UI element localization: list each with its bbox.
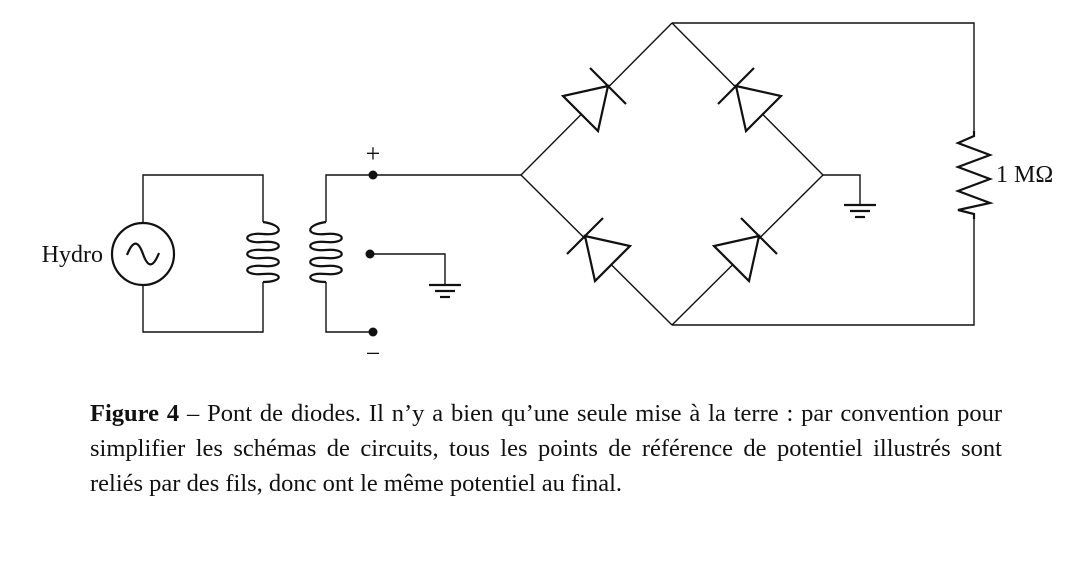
primary-wire-bottom (142, 282, 264, 333)
secondary-coil (309, 220, 343, 284)
caption-label: Figure 4 (90, 400, 180, 427)
secondary-wire-top (325, 174, 373, 222)
figure-caption: Figure 4 – Pont de diodes. Il n’y a bien… (90, 396, 1002, 501)
diode-bridge-circuit: Hydro + − (42, 22, 1053, 368)
primary-wire-top (142, 174, 264, 223)
load-wire-top (672, 22, 975, 131)
diode-upper-right (717, 67, 784, 134)
secondary-wire-bottom (325, 282, 373, 333)
ac-source (110, 221, 176, 287)
primary-coil (246, 220, 280, 284)
diode-lower-left (566, 217, 633, 284)
center-tap-wire (370, 253, 446, 285)
caption-text: – Pont de diodes. Il n’y a bien qu’une s… (90, 400, 1002, 497)
diode-upper-left (560, 67, 627, 134)
plus-label: + (366, 139, 381, 168)
resistor (954, 131, 994, 219)
minus-label: − (366, 339, 381, 368)
ground-symbol-transformer (429, 283, 461, 299)
diode-lower-right (711, 217, 778, 284)
ground-symbol-bridge (844, 203, 876, 219)
load-wire-bottom (672, 219, 975, 326)
source-label: Hydro (42, 242, 103, 268)
terminal-center (365, 249, 375, 259)
resistor-label: 1 MΩ (996, 162, 1053, 188)
terminal-minus (368, 327, 378, 337)
bridge-ground-wire (823, 174, 861, 205)
